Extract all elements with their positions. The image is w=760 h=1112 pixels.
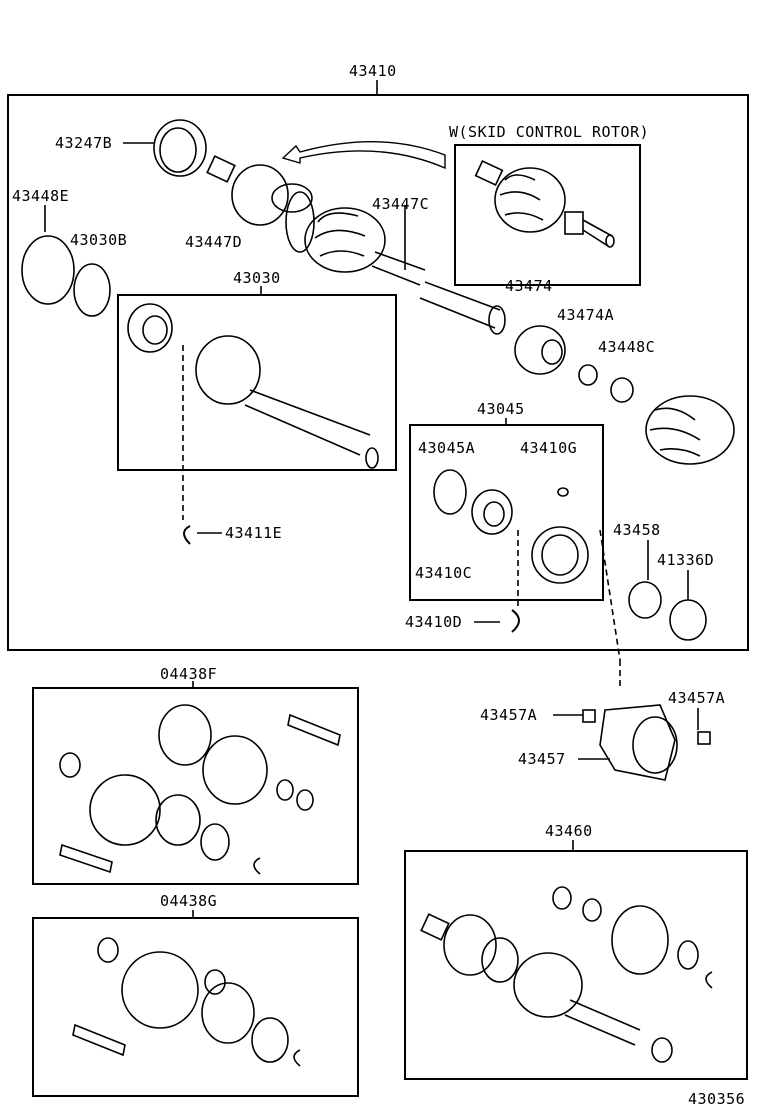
part-43410C-drawing	[471, 489, 513, 535]
part-43411E-drawing	[183, 525, 191, 545]
kit-frame-04438F	[32, 687, 359, 885]
part-43030B-drawing	[73, 263, 111, 317]
part-43474A-drawing	[578, 364, 598, 386]
label-43457: 43457	[518, 750, 566, 768]
assembly-frame-43410	[7, 94, 749, 651]
label-41336D: 41336D	[657, 551, 715, 569]
part-43448E-drawing	[21, 235, 75, 305]
skid-rotor-inset-frame	[454, 144, 641, 286]
label-43458: 43458	[613, 521, 661, 539]
label-43045A: 43045A	[418, 439, 476, 457]
label-43447D: 43447D	[185, 233, 243, 251]
label-43448E: 43448E	[12, 187, 70, 205]
part-43448C-drawing	[610, 377, 634, 403]
label-43247B: 43247B	[55, 134, 113, 152]
part-43457-drawing	[599, 704, 678, 781]
kit-04438G-drawing	[72, 937, 301, 1067]
part-43457A-bolt-right	[697, 731, 711, 745]
label-43474: 43474	[505, 277, 553, 295]
label-43410C: 43410C	[415, 564, 473, 582]
main-shaft-drawing	[206, 155, 506, 335]
label-43457A-right: 43457A	[668, 689, 726, 707]
label-43410D: 43410D	[405, 613, 463, 631]
label-43410: 43410	[349, 62, 397, 80]
part-43460-drawing	[420, 886, 713, 1063]
part-43045A-drawing	[433, 469, 467, 515]
kit-04438F-drawing	[59, 704, 341, 875]
label-43447C: 43447C	[372, 195, 430, 213]
part-43030-drawing	[127, 303, 379, 469]
part-43410D-drawing	[511, 609, 520, 633]
figure-number: 430356	[688, 1090, 746, 1108]
label-skid-control-rotor: W(SKID CONTROL ROTOR)	[449, 123, 650, 141]
subassembly-frame-43030	[117, 294, 397, 471]
part-43457A-bolt-left	[582, 709, 596, 723]
skid-rotor-joint-drawing	[474, 160, 615, 248]
part-41336D-drawing	[669, 599, 707, 641]
label-43030B: 43030B	[70, 231, 128, 249]
part-43458-drawing	[628, 581, 662, 619]
assembly-frame-43460	[404, 850, 748, 1080]
kit-frame-04438G	[32, 917, 359, 1097]
label-43411E: 43411E	[225, 524, 283, 542]
label-04438G: 04438G	[160, 892, 218, 910]
label-43448C: 43448C	[598, 338, 656, 356]
part-43474-drawing	[514, 325, 566, 375]
outer-boot-drawing	[645, 395, 735, 465]
label-43457A-left: 43457A	[480, 706, 538, 724]
part-43247B-drawing	[153, 119, 207, 177]
label-04438F: 04438F	[160, 665, 218, 683]
part-43410G-drawing	[531, 487, 589, 584]
label-43474A: 43474A	[557, 306, 615, 324]
label-43410G: 43410G	[520, 439, 578, 457]
label-43460: 43460	[545, 822, 593, 840]
label-43045: 43045	[477, 400, 525, 418]
inset-arrow	[281, 141, 446, 170]
label-43030: 43030	[233, 269, 281, 287]
